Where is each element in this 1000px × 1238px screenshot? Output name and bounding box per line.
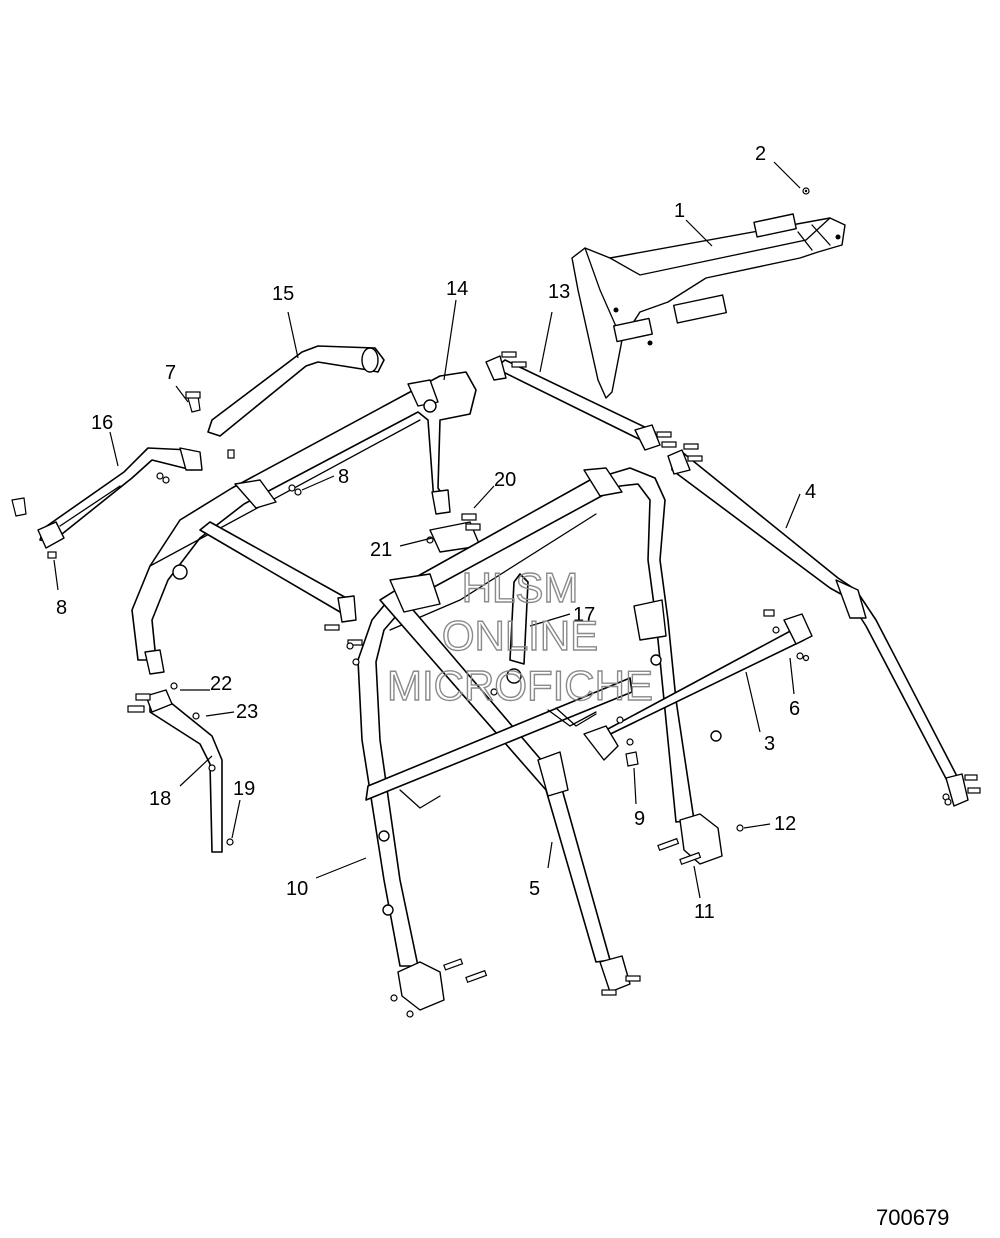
- callout-20: 20: [494, 469, 516, 491]
- roof-screw: [802, 187, 810, 195]
- callout-17: 17: [573, 604, 595, 626]
- bolt-9: [625, 751, 639, 767]
- callout-3: 3: [764, 733, 775, 755]
- callout-5: 5: [529, 878, 540, 900]
- callout-10: 10: [286, 878, 308, 900]
- watermark-line-3: MICROFICHE: [387, 662, 653, 709]
- callout-18: 18: [149, 788, 171, 810]
- rear-lower-cross-bar: [583, 609, 813, 761]
- watermark-line-1: HLSM: [462, 564, 579, 611]
- callout-9: 9: [634, 808, 645, 830]
- roof-panel: [571, 213, 846, 399]
- callout-23: 23: [236, 701, 258, 723]
- side-grab-handle: [37, 447, 203, 549]
- callout-21: 21: [370, 539, 392, 561]
- rear-cross-bar: [485, 351, 677, 451]
- watermark: HLSM ONLINE MICROFICHE: [386, 563, 653, 709]
- fastener-16-right: [156, 472, 170, 484]
- callout-19: 19: [233, 778, 255, 800]
- watermark-line-2: ONLINE: [442, 612, 598, 659]
- callout-8a: 8: [338, 466, 349, 488]
- document-number: 700679: [876, 1205, 949, 1230]
- callout-15: 15: [272, 283, 294, 305]
- lower-grab-handle: [127, 682, 234, 853]
- callout-2: 2: [755, 143, 766, 165]
- upper-grab-bar: [207, 345, 385, 437]
- callout-11: 11: [694, 901, 715, 923]
- fastener-16-small: [227, 449, 235, 459]
- rear-inner-brace: [490, 573, 597, 727]
- callout-6: 6: [789, 698, 800, 720]
- callout-12: 12: [774, 813, 796, 835]
- callout-1: 1: [674, 200, 685, 222]
- callout-4: 4: [805, 481, 816, 503]
- callout-16: 16: [91, 412, 113, 434]
- leader-lines: [53, 161, 801, 899]
- right-side-tube: [667, 443, 981, 807]
- fastener-7: [185, 391, 201, 413]
- fastener-8-lower: [47, 551, 57, 559]
- fastener-8-upper: [288, 484, 302, 496]
- front-main-hoop: [346, 467, 744, 1018]
- upper-front-hoop: [131, 371, 477, 675]
- fastener-16-left: [11, 497, 27, 517]
- callout-14: 14: [446, 278, 468, 300]
- callout-labels: 1 2 3 4 5 6 7 8 8 9 10 11 12 13 14 15 16…: [56, 143, 816, 923]
- callout-8b: 8: [56, 597, 67, 619]
- callout-7: 7: [165, 362, 176, 384]
- callout-13: 13: [548, 281, 570, 303]
- callout-22: 22: [210, 673, 232, 695]
